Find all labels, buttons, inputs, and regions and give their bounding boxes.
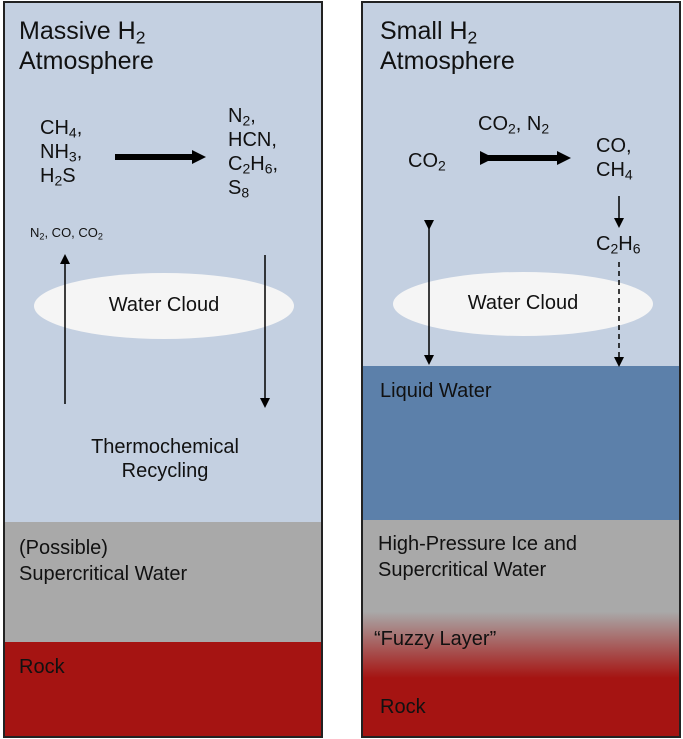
right-fuzzy-layer-label: “Fuzzy Layer”: [374, 628, 497, 650]
right-rock-layer: [362, 678, 680, 736]
left-rock-label: Rock: [19, 656, 65, 678]
left-cloud-label: Water Cloud: [108, 294, 220, 316]
recycling-label: Thermochemical Recycling: [91, 436, 239, 482]
right-liquid-water-label: Liquid Water: [380, 380, 492, 402]
product-nitrogen: N2,: [228, 105, 256, 129]
product-ethane: C2H6,: [228, 153, 279, 177]
reactant-hydrogen-sulfide: H2S: [40, 165, 76, 189]
left-supercritical-layer: [4, 522, 322, 642]
right-liquid-water-layer: [362, 366, 680, 520]
right-ice-label: High-Pressure Ice and Supercritical Wate…: [378, 533, 577, 581]
left-water-cloud: [34, 273, 294, 339]
left-side-species: N2, CO, CO2: [30, 225, 103, 242]
product-hcn: HCN,: [228, 129, 277, 151]
right-panel-title: Small H2 Atmosphere: [380, 17, 515, 75]
right-co-methane: CO, CH4: [596, 135, 633, 183]
right-carbon-dioxide: CO2: [408, 150, 446, 174]
right-ice-fuzzy-layer: [362, 520, 680, 678]
left-rock-layer: [4, 642, 322, 736]
left-products: N2, HCN, C2H6, S8: [228, 104, 278, 200]
left-panel-title: Massive H2 Atmosphere: [19, 17, 154, 75]
left-supercritical-label: (Possible) Supercritical Water: [19, 537, 188, 585]
left-reactants: CH4, NH3, H2S: [40, 116, 82, 188]
right-rock-label: Rock: [380, 696, 426, 718]
right-arrow-label: CO2, N2: [478, 113, 550, 137]
reactant-ammonia: NH3,: [40, 141, 83, 165]
right-cloud-label: Water Cloud: [467, 292, 579, 314]
right-water-cloud: [393, 272, 653, 336]
reactant-methane: CH4,: [40, 117, 83, 141]
product-sulfur: S8: [228, 177, 250, 201]
left-atmosphere-layer: [4, 2, 322, 522]
right-ethane: C2H6: [596, 233, 641, 257]
